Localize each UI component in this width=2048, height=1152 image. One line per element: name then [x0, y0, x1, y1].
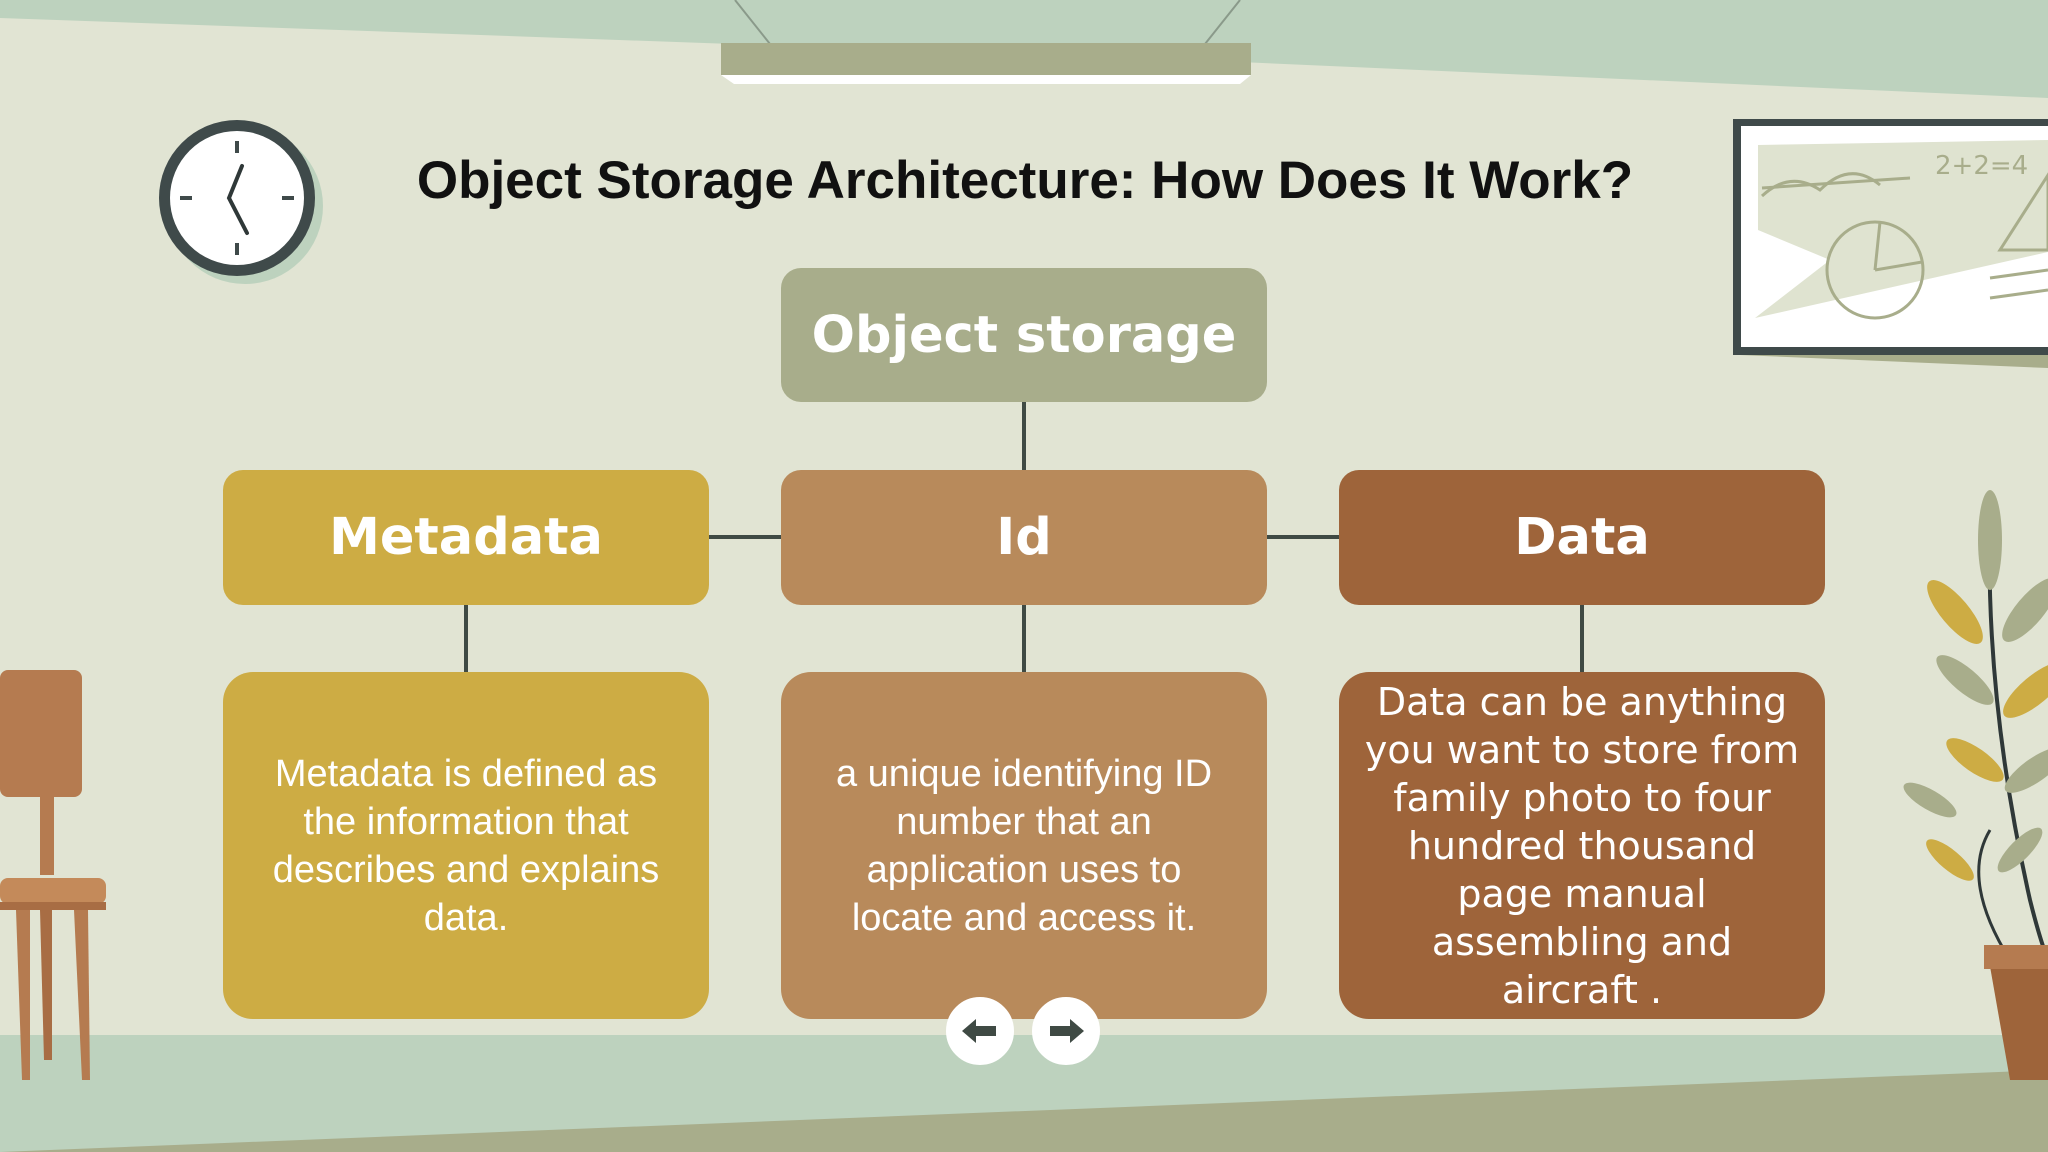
whiteboard: 2+2=4 — [1733, 119, 2048, 368]
node-metadata-description: Metadata is defined as the information t… — [223, 672, 709, 1019]
page-title: Object Storage Architecture: How Does It… — [416, 151, 1634, 210]
floor-shadow — [0, 1070, 2048, 1152]
clock-icon — [159, 120, 323, 284]
chalkboard-equation: 2+2=4 — [1935, 151, 2028, 181]
prev-slide-button[interactable] — [946, 997, 1014, 1065]
node-data: Data — [1339, 470, 1825, 605]
node-id-label: Id — [996, 508, 1052, 567]
metadata-description-text: Metadata is defined as the information t… — [272, 752, 660, 939]
node-metadata: Metadata — [223, 470, 709, 605]
data-description-text: Data can be anything you want to store f… — [1364, 679, 1800, 1012]
ceiling-lamp — [721, 0, 1251, 84]
node-object-storage: Object storage — [781, 268, 1267, 402]
node-data-label: Data — [1514, 508, 1650, 567]
node-metadata-label: Metadata — [329, 508, 603, 567]
node-id: Id — [781, 470, 1267, 605]
next-slide-button[interactable] — [1032, 997, 1100, 1065]
id-description-text: a unique identifying ID number that an a… — [835, 752, 1213, 939]
node-data-description: Data can be anything you want to store f… — [1339, 672, 1825, 1019]
node-id-description: a unique identifying ID number that an a… — [781, 672, 1267, 1019]
arrow-right-icon — [1050, 1019, 1084, 1043]
chair — [0, 670, 106, 1080]
node-object-storage-label: Object storage — [811, 305, 1237, 365]
arrow-left-icon — [962, 1019, 996, 1043]
potted-plant — [1903, 490, 2048, 1080]
